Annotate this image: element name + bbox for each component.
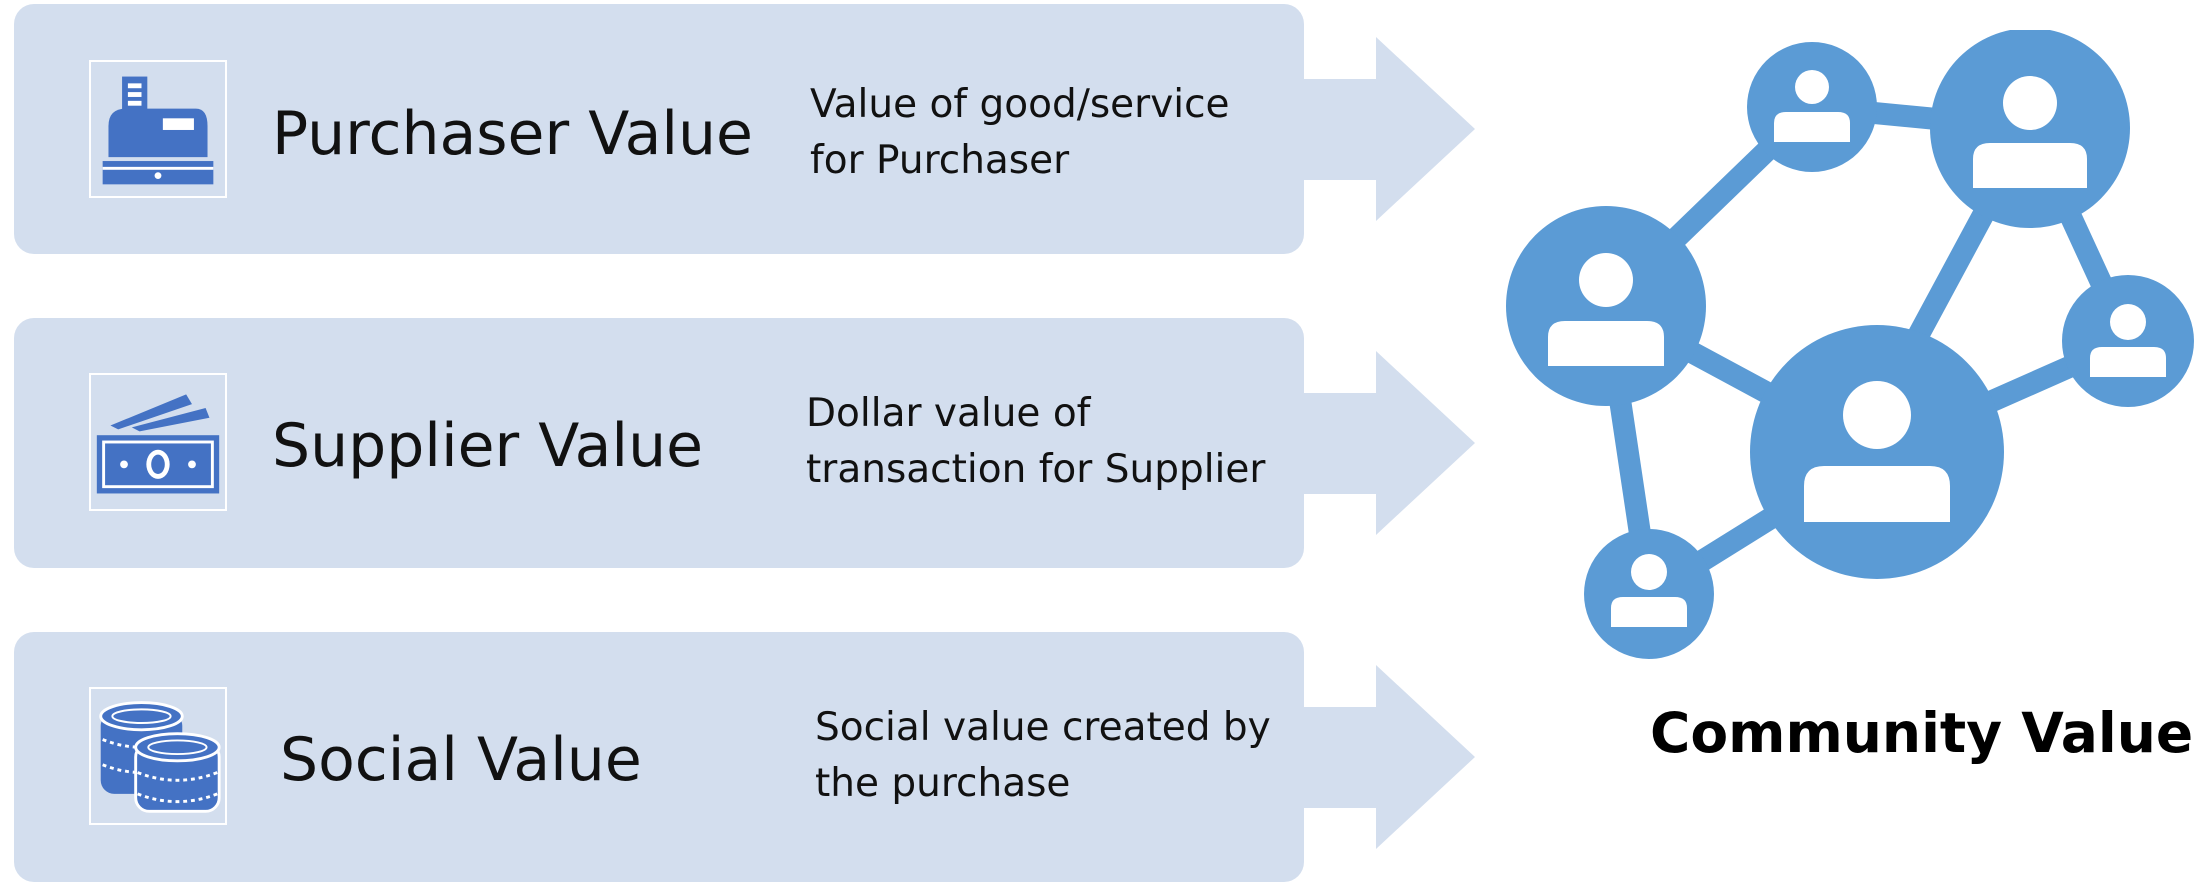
social-value-description: Social value created by the purchase [815, 700, 1315, 812]
people-network-icon [1506, 30, 2194, 659]
supplier-value-description: Dollar value of transaction for Supplier [806, 386, 1306, 498]
purchaser-desc-line2: for Purchaser [810, 138, 1070, 183]
social-value-title: Social Value [280, 725, 642, 795]
purchaser-desc-line1: Value of good/service [810, 82, 1230, 127]
purchaser-value-title: Purchaser Value [272, 99, 753, 169]
supplier-desc-line2: transaction for Supplier [806, 447, 1266, 492]
arrow-right-icon [1304, 665, 1475, 849]
arrow-right-icon [1304, 351, 1475, 535]
supplier-desc-line1: Dollar value of [806, 391, 1091, 436]
money-bills-icon [89, 373, 227, 511]
social-value-row: Social Value Social value created by the… [14, 632, 1475, 882]
coins-icon [89, 687, 227, 825]
supplier-value-title: Supplier Value [272, 411, 704, 481]
community-value-label: Community Value [1650, 701, 2194, 765]
arrow-right-icon [1304, 37, 1475, 221]
social-desc-line1: Social value created by [815, 705, 1271, 750]
supplier-value-row: Supplier Value Dollar value of transacti… [14, 318, 1475, 568]
purchaser-value-description: Value of good/service for Purchaser [810, 77, 1310, 189]
cash-register-icon [89, 60, 227, 198]
purchaser-value-row: Purchaser Value Value of good/service fo… [14, 4, 1475, 254]
social-desc-line2: the purchase [815, 761, 1071, 806]
